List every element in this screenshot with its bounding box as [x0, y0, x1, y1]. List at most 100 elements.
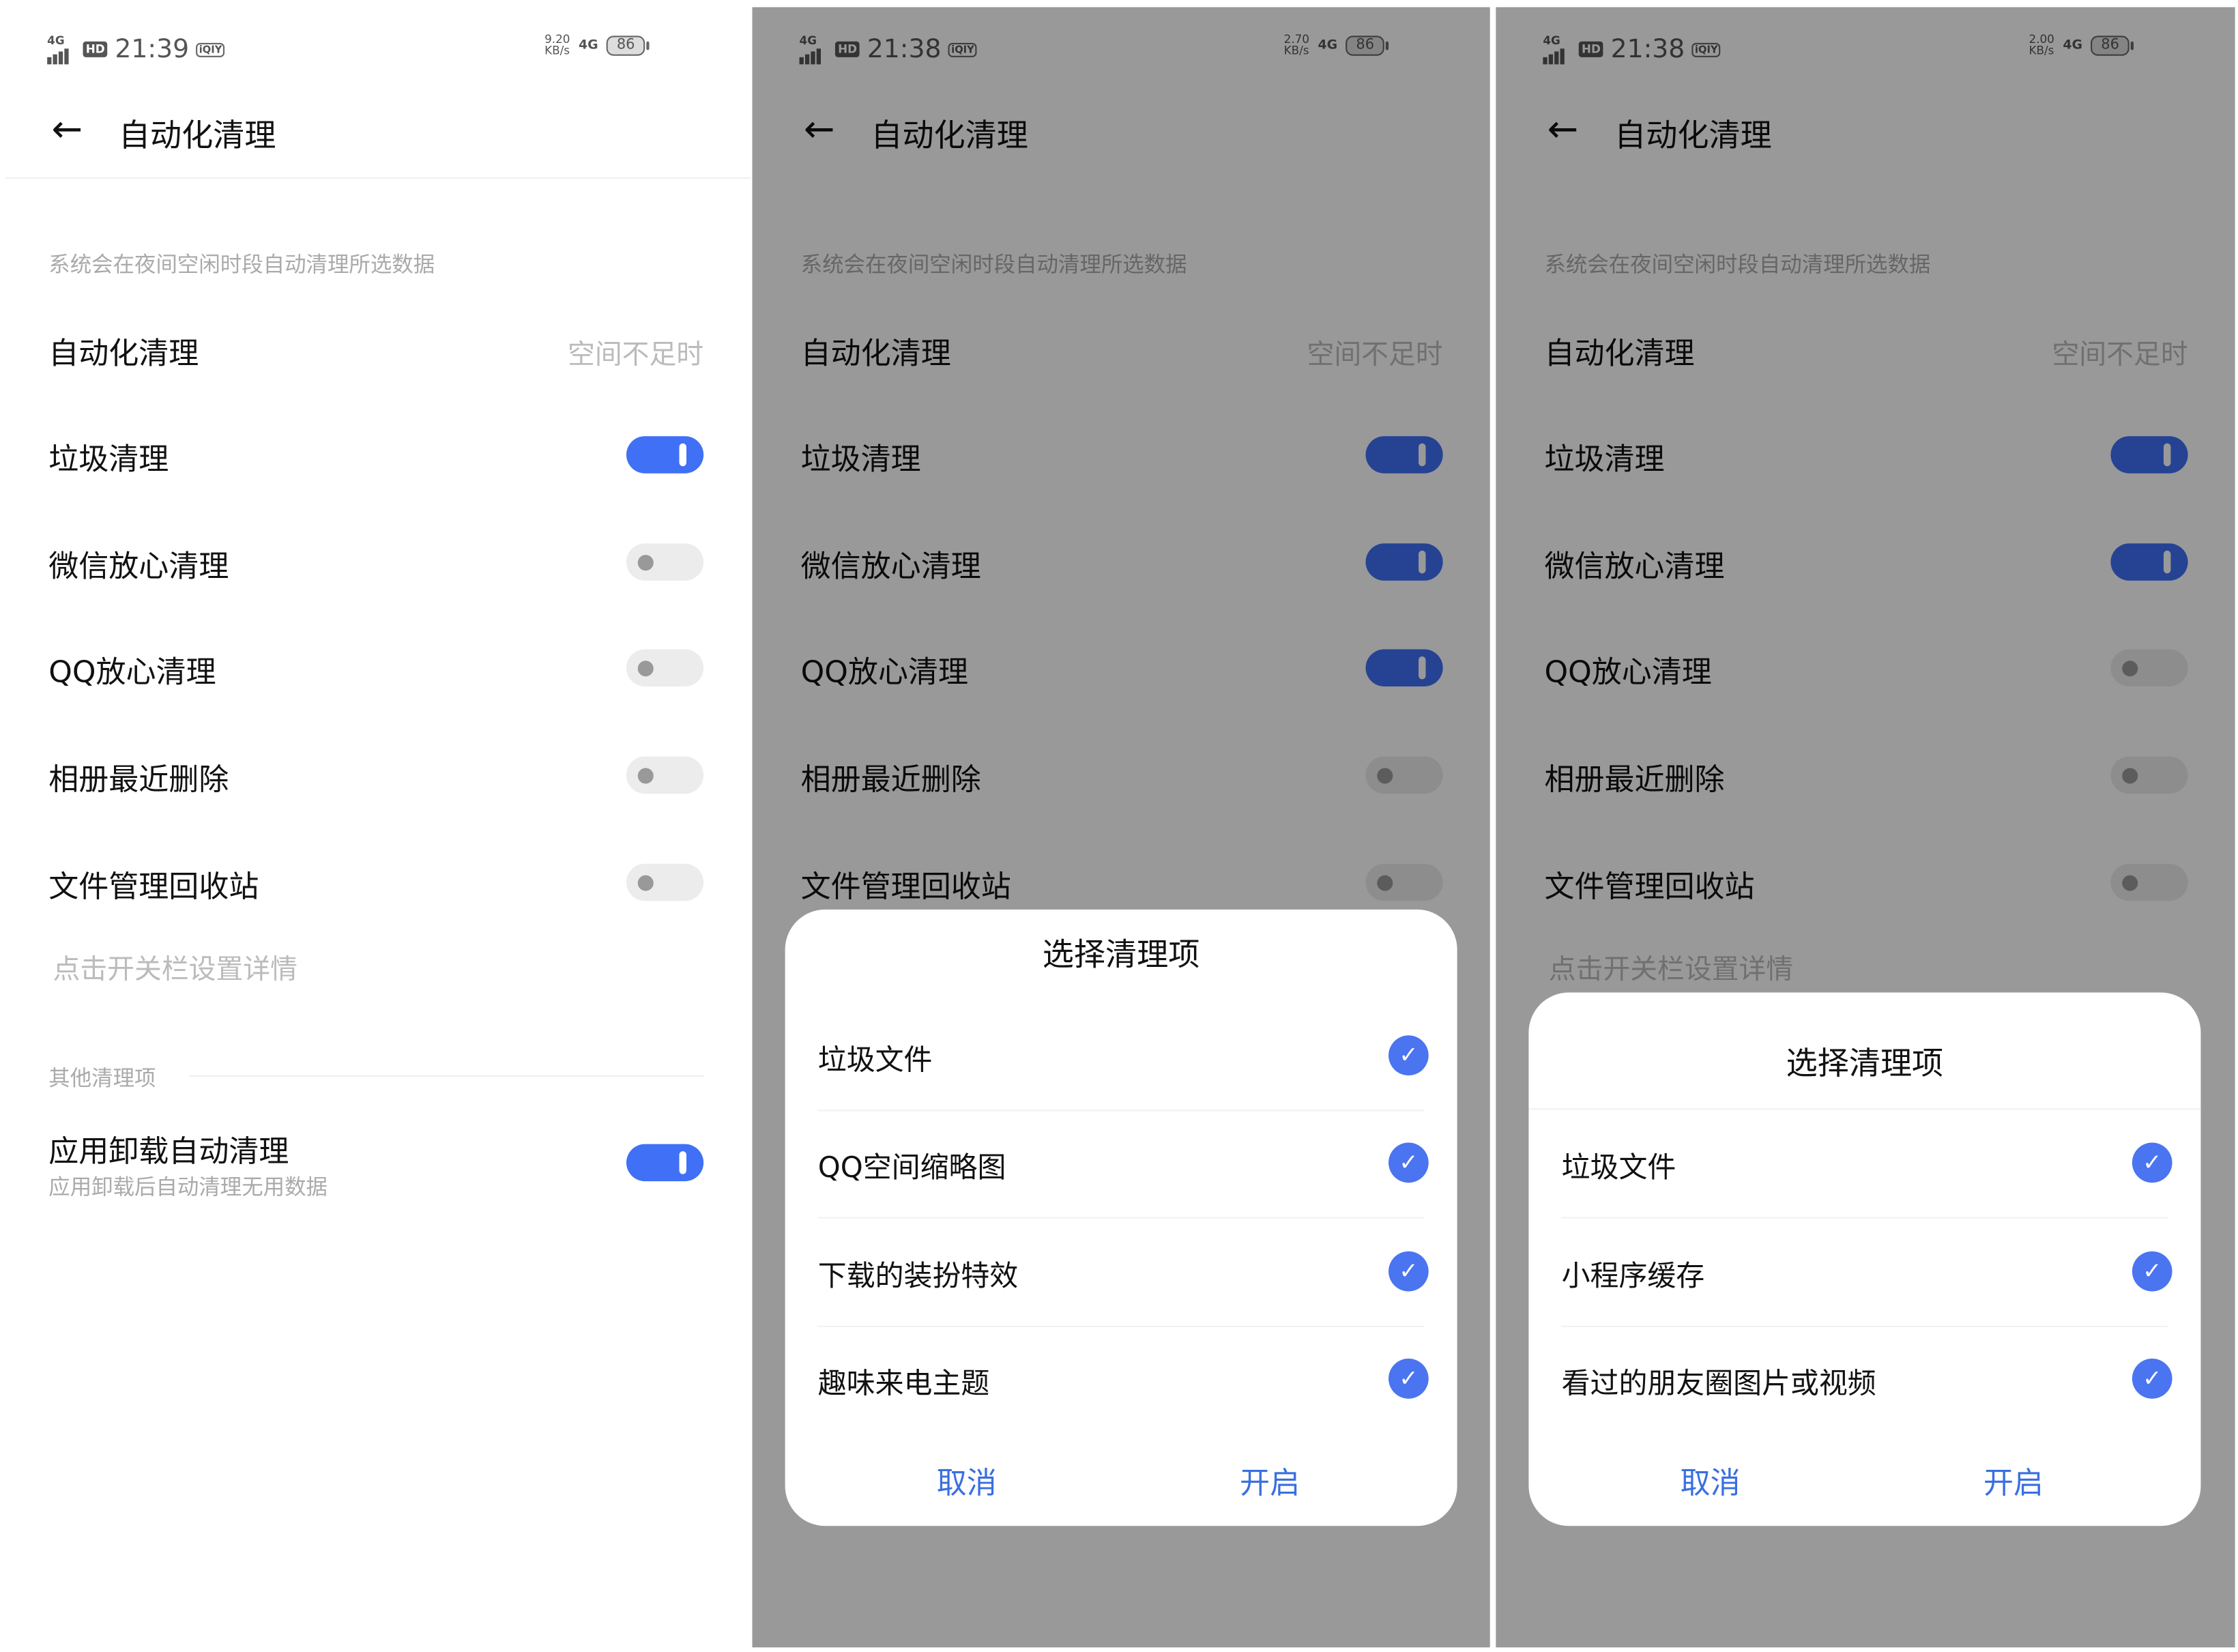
- setting-row-label[interactable]: 文件管理回收站: [1544, 869, 1755, 904]
- setting-toggle[interactable]: [626, 756, 704, 794]
- back-arrow-icon[interactable]: ←: [51, 108, 83, 152]
- auto-clean-value[interactable]: 空间不足时: [567, 338, 704, 371]
- checkbox-checked-icon[interactable]: ✓: [1389, 1251, 1429, 1292]
- setting-row-label[interactable]: 微信放心清理: [800, 549, 981, 584]
- section-divider: [188, 1075, 704, 1077]
- setting-row-label[interactable]: 垃圾清理: [1544, 441, 1665, 476]
- setting-toggle[interactable]: [1365, 649, 1443, 686]
- speed-value: 2.70: [1283, 33, 1309, 46]
- speed-unit: KB/s: [1283, 44, 1309, 57]
- setting-row-label[interactable]: QQ放心清理: [48, 654, 216, 690]
- back-arrow-icon[interactable]: ←: [803, 108, 835, 152]
- toggle-knob: [1419, 656, 1426, 680]
- dialog-item-label[interactable]: 趣味来电主题: [817, 1365, 990, 1400]
- dialog-item-label[interactable]: 垃圾文件: [1561, 1150, 1676, 1185]
- enable-button[interactable]: 开启: [1240, 1466, 1300, 1501]
- dialog-title: 选择清理项: [1042, 938, 1200, 974]
- uninstall-clean-toggle[interactable]: [626, 1144, 704, 1182]
- description-text: 系统会在夜间空闲时段自动清理所选数据: [800, 251, 1187, 278]
- setting-toggle[interactable]: [1365, 863, 1443, 901]
- setting-row-label[interactable]: 文件管理回收站: [48, 869, 259, 904]
- setting-toggle[interactable]: [1365, 543, 1443, 581]
- setting-toggle[interactable]: [626, 543, 704, 581]
- signal-bar: [58, 50, 63, 64]
- toggle-knob: [2163, 550, 2171, 574]
- speed-unit: KB/s: [544, 44, 570, 57]
- signal-bar: [47, 56, 51, 64]
- setting-toggle[interactable]: [626, 436, 704, 474]
- speed-value: 2.00: [2029, 33, 2054, 46]
- checkbox-checked-icon[interactable]: ✓: [1389, 1142, 1429, 1183]
- setting-row-label[interactable]: QQ放心清理: [800, 654, 968, 690]
- network-type-label: 4G: [47, 33, 65, 47]
- setting-toggle[interactable]: [2110, 756, 2188, 794]
- auto-clean-value[interactable]: 空间不足时: [1307, 338, 1443, 371]
- toggle-knob: [679, 1151, 686, 1174]
- checkbox-checked-icon[interactable]: ✓: [1389, 1035, 1429, 1076]
- enable-button[interactable]: 开启: [1983, 1466, 2044, 1501]
- setting-row-label[interactable]: QQ放心清理: [1544, 654, 1712, 690]
- signal-icon: 4G: [1543, 34, 1571, 64]
- dialog-item-divider: [1561, 1325, 2168, 1327]
- setting-toggle[interactable]: [2110, 649, 2188, 686]
- cancel-button[interactable]: 取消: [1680, 1466, 1741, 1501]
- checkbox-checked-icon[interactable]: ✓: [2132, 1251, 2172, 1292]
- back-arrow-icon[interactable]: ←: [1547, 108, 1579, 152]
- setting-toggle[interactable]: [2110, 436, 2188, 474]
- setting-row-label[interactable]: 相册最近删除: [1544, 762, 1725, 797]
- checkbox-checked-icon[interactable]: ✓: [1389, 1359, 1429, 1399]
- dialog-item-label[interactable]: 看过的朋友圈图片或视频: [1561, 1365, 1876, 1400]
- setting-row-label[interactable]: 垃圾清理: [48, 441, 169, 476]
- dialog-item-divider: [1561, 1217, 2168, 1219]
- checkbox-checked-icon[interactable]: ✓: [2132, 1142, 2172, 1183]
- toggle-knob: [679, 443, 686, 467]
- auto-clean-label[interactable]: 自动化清理: [1544, 336, 1695, 371]
- signal-bar: [799, 56, 803, 64]
- page-title: 自动化清理: [871, 118, 1028, 155]
- setting-toggle[interactable]: [1365, 756, 1443, 794]
- status-time: 21:38: [867, 34, 942, 65]
- setting-toggle[interactable]: [2110, 863, 2188, 901]
- iqiyi-app-icon: iQIY: [196, 42, 225, 57]
- uninstall-clean-label[interactable]: 应用卸载自动清理: [48, 1133, 289, 1169]
- dialog-item-label[interactable]: 下载的装扮特效: [817, 1258, 1019, 1293]
- dialog-item-label[interactable]: QQ空间缩略图: [817, 1150, 1006, 1185]
- setting-row-label[interactable]: 微信放心清理: [48, 549, 229, 584]
- signal-bar: [1560, 48, 1564, 64]
- setting-toggle[interactable]: [626, 863, 704, 901]
- setting-row-label[interactable]: 文件管理回收站: [800, 869, 1011, 904]
- signal-bar: [804, 53, 809, 64]
- setting-row-label[interactable]: 相册最近删除: [800, 762, 981, 797]
- setting-toggle[interactable]: [1365, 436, 1443, 474]
- settings-hint: 点击开关栏设置详情: [1548, 953, 1794, 986]
- dialog-title-divider: [1528, 1108, 2201, 1110]
- auto-clean-value[interactable]: 空间不足时: [2052, 338, 2188, 371]
- mobile-data-icon: 4G: [2063, 38, 2083, 53]
- page-title: 自动化清理: [118, 118, 276, 155]
- dialog-item-label[interactable]: 小程序缓存: [1561, 1258, 1705, 1293]
- setting-toggle[interactable]: [2110, 543, 2188, 581]
- iqiyi-app-icon: iQIY: [948, 42, 977, 57]
- toggle-knob: [1419, 550, 1426, 574]
- toggle-knob: [637, 875, 654, 891]
- setting-row-label[interactable]: 垃圾清理: [800, 441, 921, 476]
- toggle-knob: [637, 768, 654, 784]
- dialog-item-divider: [817, 1217, 1425, 1219]
- cancel-button[interactable]: 取消: [936, 1466, 997, 1501]
- auto-clean-label[interactable]: 自动化清理: [48, 336, 199, 371]
- auto-clean-label[interactable]: 自动化清理: [800, 336, 951, 371]
- signal-icon: 4G: [799, 34, 828, 64]
- checkbox-checked-icon[interactable]: ✓: [2132, 1359, 2172, 1399]
- setting-toggle[interactable]: [626, 649, 704, 686]
- setting-row-label[interactable]: 相册最近删除: [48, 762, 229, 797]
- toggle-knob: [637, 555, 654, 571]
- dialog-item-label[interactable]: 垃圾文件: [817, 1042, 933, 1077]
- signal-bar: [53, 53, 57, 64]
- select-clean-items-dialog: 选择清理项垃圾文件 ✓ QQ空间缩略图 ✓ 下载的装扮特效 ✓ 趣味来电主题 ✓ 取消 开启: [785, 909, 1457, 1526]
- signal-bar: [64, 48, 68, 64]
- setting-row-label[interactable]: 微信放心清理: [1544, 549, 1725, 584]
- hd-badge: HD: [1578, 41, 1604, 57]
